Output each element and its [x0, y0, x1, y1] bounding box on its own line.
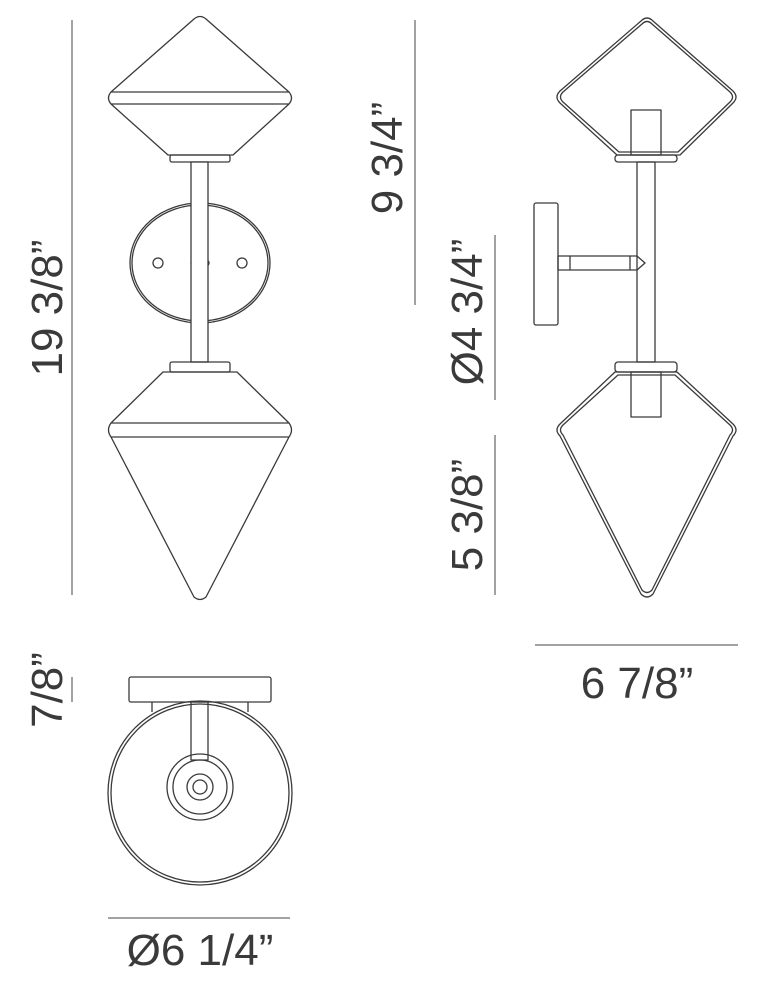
overall-height-label: 19 3/8”	[23, 240, 72, 377]
front-stem	[190, 161, 209, 363]
side-arm	[557, 255, 646, 271]
bottom-view	[107, 676, 293, 886]
shade-diameter-label: Ø6 1/4”	[127, 926, 274, 975]
front-view	[107, 15, 293, 601]
front-top-shade	[107, 15, 293, 163]
upper-height-label: 9 3/4”	[363, 102, 412, 215]
side-top-shade	[556, 17, 737, 156]
extension-label: 6 7/8”	[581, 659, 694, 708]
front-bottom-shade	[107, 361, 293, 601]
side-bottom-shade	[556, 371, 737, 598]
backplate-diameter-label: Ø4 3/4”	[443, 239, 492, 386]
backplate-depth-label: 7/8”	[23, 652, 72, 728]
side-wall-plate	[533, 202, 559, 326]
side-view	[533, 17, 737, 598]
lower-height-label: 5 3/8”	[443, 459, 492, 572]
